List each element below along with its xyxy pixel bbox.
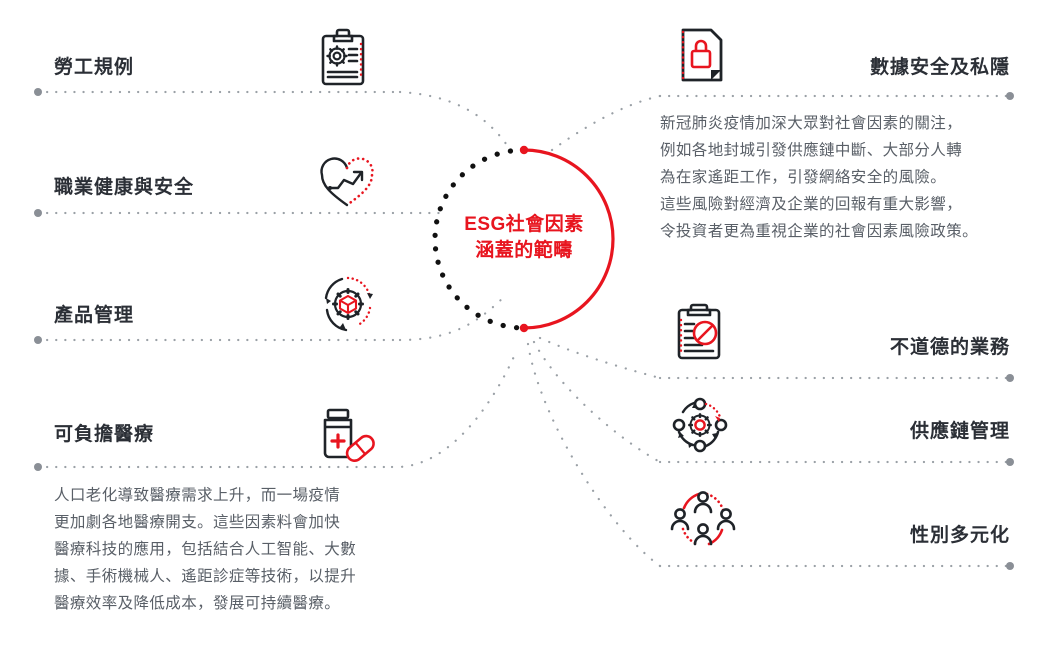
right-label-supply-chain-management: 供應鏈管理 xyxy=(909,421,1010,442)
center-title: ESG社會因素 涵蓋的範疇 xyxy=(464,214,584,261)
left-rail-dots xyxy=(34,88,42,471)
right-label-unethical-business: 不道德的業務 xyxy=(889,337,1010,358)
people-diversity-icon xyxy=(666,486,740,556)
left-label-labour-regulations: 勞工規例 xyxy=(54,57,135,78)
right-curves xyxy=(526,94,662,568)
cube-gear-cycle-icon xyxy=(318,274,378,334)
supply-chain-gear-icon xyxy=(668,396,732,454)
right-label-data-security-privacy: 數據安全及私隱 xyxy=(869,57,1010,78)
clipboard-gear-icon xyxy=(316,26,376,88)
paragraph-healthcare: 人口老化導致醫療需求上升，而一場疫情 更加劇各地醫療開支。這些因素料會加快 醫療… xyxy=(54,487,357,612)
heart-chart-icon xyxy=(316,155,378,211)
paragraph-social-factors: 新冠肺炎疫情加深大眾對社會因素的關注， 例如各地封城引發供應鏈中斷、大部分人轉 … xyxy=(660,115,979,240)
right-label-gender-diversity: 性別多元化 xyxy=(909,525,1010,546)
left-label-product-management: 產品管理 xyxy=(54,305,135,326)
clipboard-prohibited-icon xyxy=(672,300,732,362)
left-rails xyxy=(36,90,442,469)
left-label-occupational-health-safety: 職業健康與安全 xyxy=(54,177,195,198)
left-label-affordable-healthcare: 可負擔醫療 xyxy=(54,424,155,445)
medicine-bottle-pill-icon xyxy=(312,406,376,464)
document-lock-icon xyxy=(672,24,730,86)
left-curves xyxy=(390,90,518,469)
